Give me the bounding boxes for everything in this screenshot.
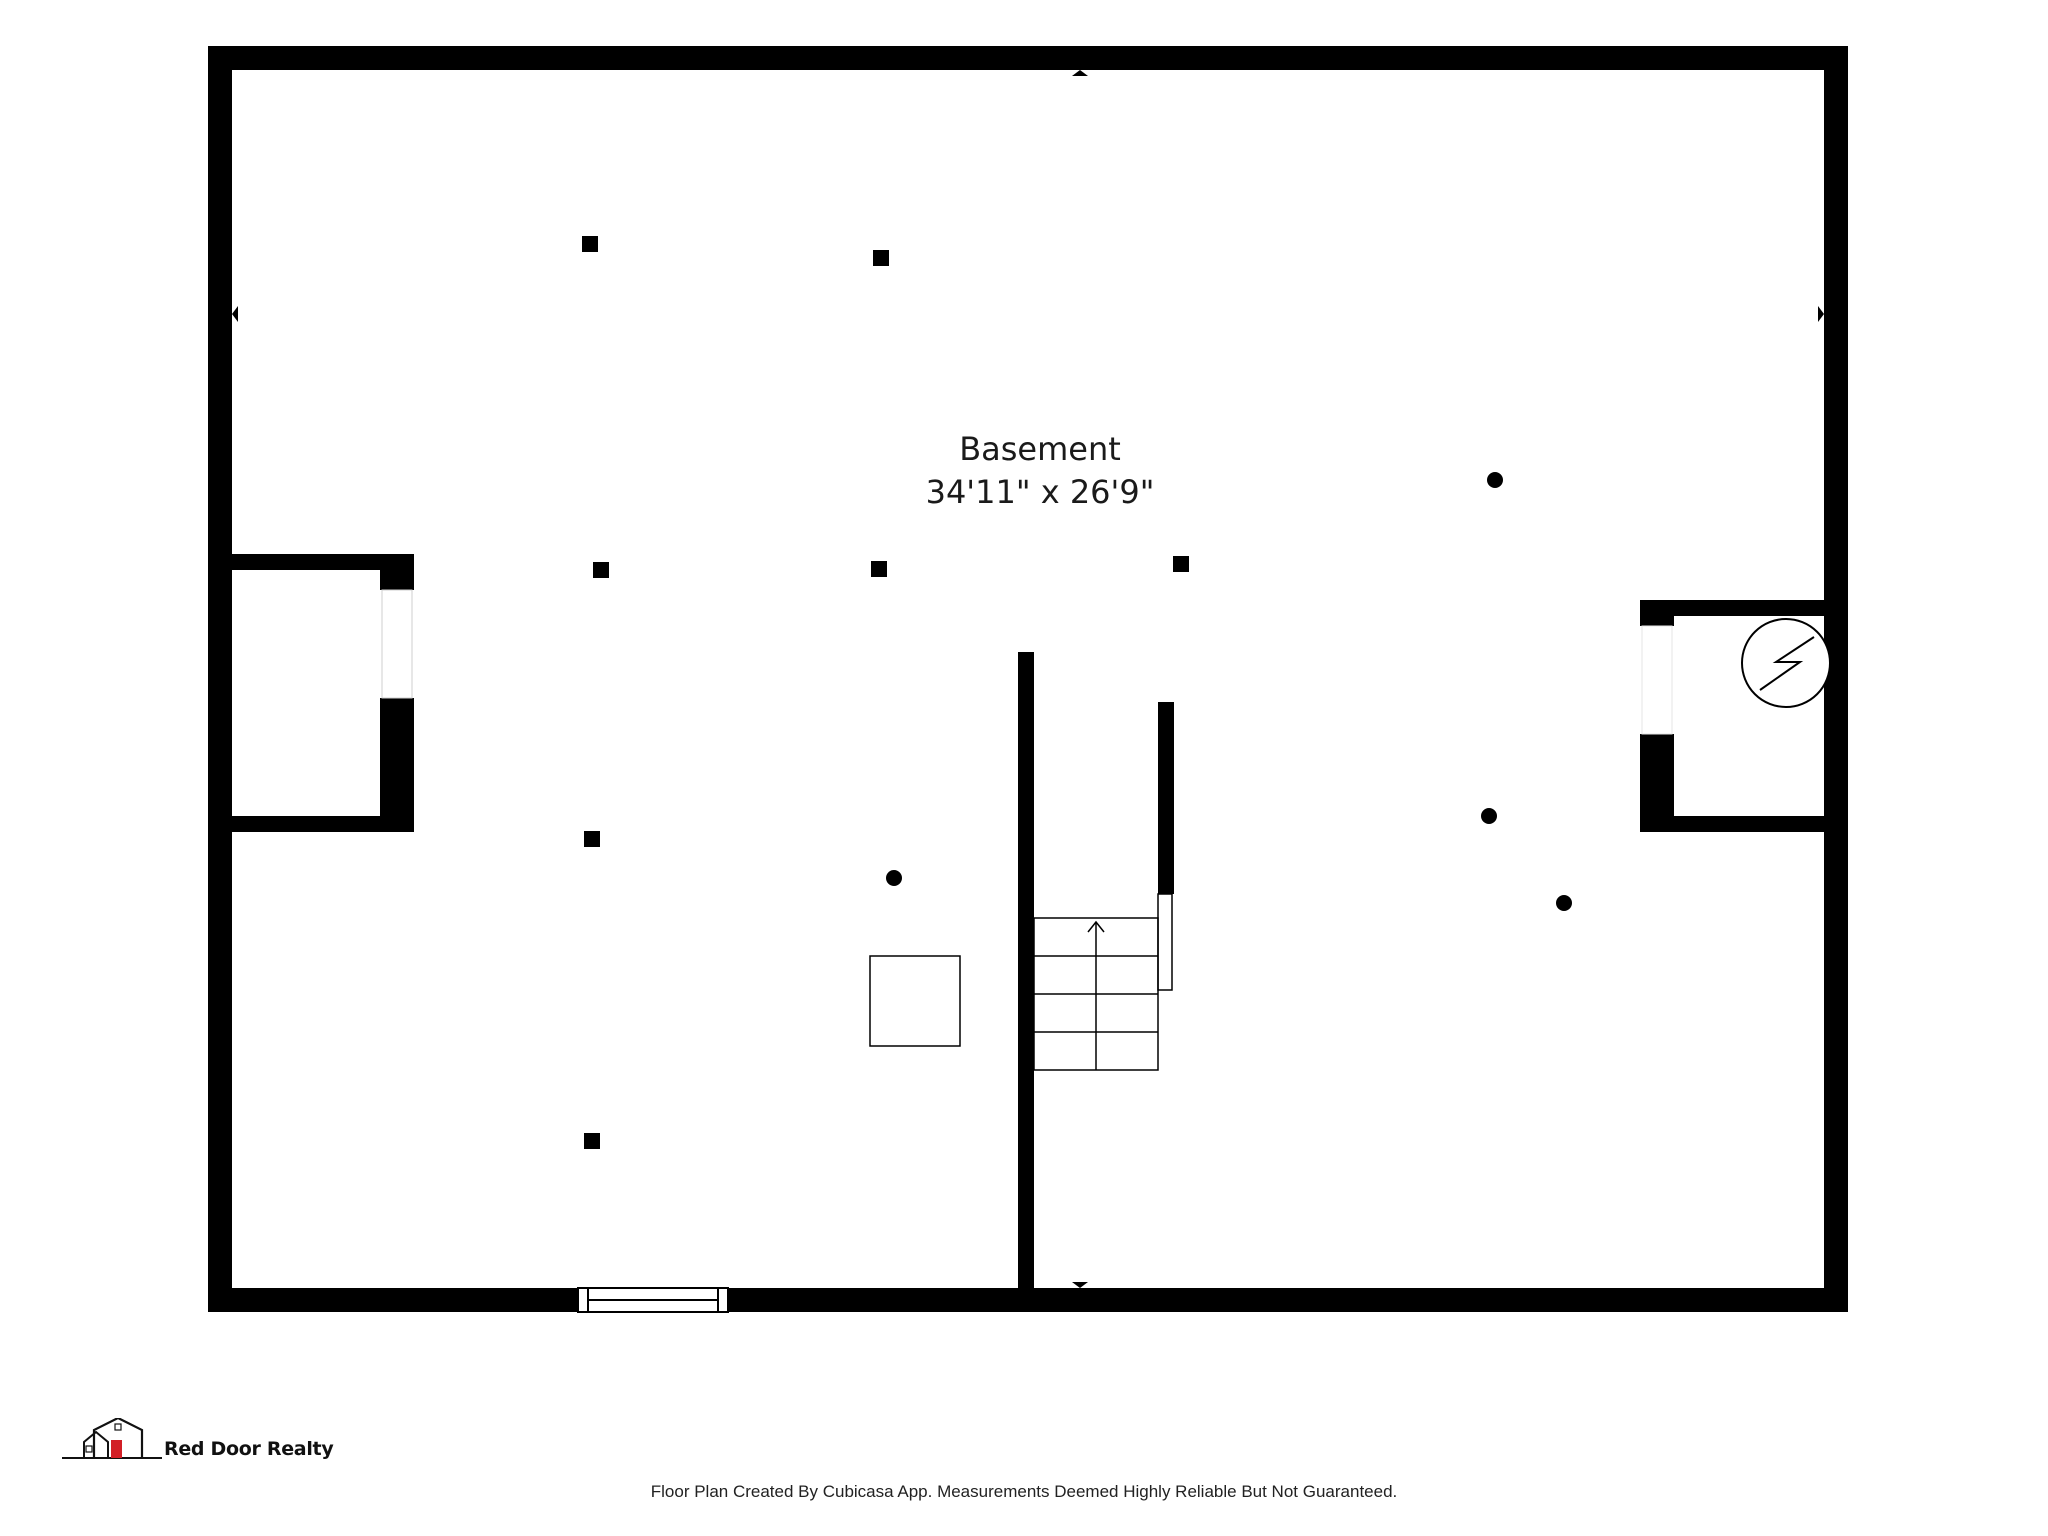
room-name: Basement: [959, 430, 1121, 468]
post: [593, 562, 609, 578]
partition-wall-main: [1018, 652, 1034, 1312]
footer-disclaimer: Floor Plan Created By Cubicasa App. Meas…: [650, 1482, 1398, 1501]
wall-top: [208, 46, 1848, 70]
dimension-markers: [232, 70, 1824, 1288]
post: [584, 831, 600, 847]
red-door-icon: [111, 1440, 122, 1458]
left-closet-opening: [381, 589, 413, 699]
post: [1173, 556, 1189, 572]
round-posts: [886, 472, 1572, 911]
post: [871, 561, 887, 577]
post: [582, 236, 598, 252]
appliance-box: [869, 955, 961, 1047]
round-post: [1481, 808, 1497, 824]
room-dimensions: 34'11" x 26'9": [926, 473, 1155, 511]
arrow-up-icon: [1087, 920, 1105, 933]
post: [584, 1133, 600, 1149]
utility-closet: [1640, 600, 1824, 832]
stair-rail: [1157, 893, 1173, 991]
post: [873, 250, 889, 266]
wall-left: [208, 46, 232, 1312]
left-closet: [232, 554, 414, 832]
staircase: [1033, 917, 1159, 1071]
utility-closet-opening: [1641, 625, 1673, 735]
window-bottom: [577, 1287, 729, 1313]
house-icon: [62, 1418, 162, 1459]
support-posts: [582, 236, 1189, 1149]
brand-logo: Red Door Realty: [62, 1416, 334, 1460]
round-post: [1487, 472, 1503, 488]
round-post: [886, 870, 902, 886]
electrical-panel-icon: [1741, 618, 1831, 708]
round-post: [1556, 895, 1572, 911]
brand-name: Red Door Realty: [164, 1438, 334, 1460]
partition-wall-stair: [1158, 702, 1174, 894]
